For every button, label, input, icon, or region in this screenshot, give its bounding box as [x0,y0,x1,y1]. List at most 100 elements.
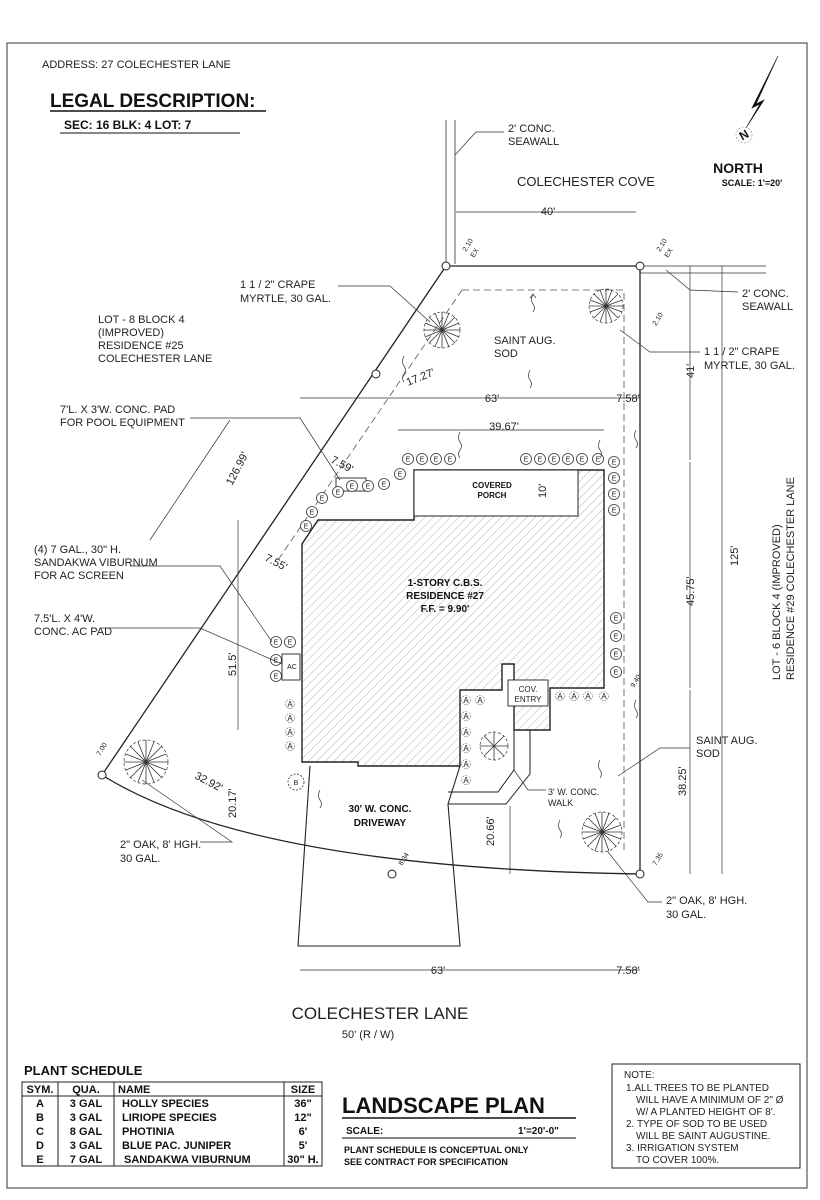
leader-lines [100,131,739,903]
plant-schedule-table: SYM. QUA. NAME SIZE A 3 GAL HOLLY SPECIE… [21,1081,323,1167]
svg-text:30" H.: 30" H. [287,1154,319,1166]
callout-crape-left-1: 1 1 / 2" CRAPE [240,279,315,291]
callout-viburnum-3: FOR AC SCREEN [34,570,124,582]
callout-lot8-1: LOT - 8 BLOCK 4 [98,314,185,326]
schedule-row-d: D 3 GAL BLUE PAC. JUNIPER 5' [36,1140,308,1152]
svg-text:51.5': 51.5' [227,652,239,676]
svg-text:63': 63' [485,393,499,405]
callout-oak-left-2: 30 GAL. [120,853,160,865]
covered-porch [413,469,579,517]
schedule-row-e: E 7 GAL SANDAKWA VIBURNUM 30" H. [36,1154,318,1166]
seawall-top [445,120,456,266]
svg-text:7.59': 7.59' [329,454,355,476]
svg-text:32.92': 32.92' [193,770,225,795]
callout-lot8-4: COLECHESTER LANE [98,353,212,365]
svg-text:17.27': 17.27' [405,367,437,389]
callout-ac-pad-1: 7.5'L. X 4'W. [34,613,95,625]
svg-text:41': 41' [685,364,697,378]
callout-sod-top-2: SOD [494,348,518,360]
callout-lot8-3: RESIDENCE #25 [98,340,184,352]
tree-oak-right [581,811,623,853]
entry-label-2: ENTRY [515,695,543,704]
svg-text:B: B [36,1112,44,1124]
callout-crape-right-2: MYRTLE, 30 GAL. [704,360,795,372]
plant-schedule-title: PLANT SCHEDULE [24,1063,143,1078]
street-right-of-way: 50' (R / W) [342,1029,394,1041]
svg-text:HOLLY SPECIES: HOLLY SPECIES [122,1098,209,1110]
callout-viburnum-1: (4) 7 GAL., 30" H. [34,544,121,556]
callout-walk-2: WALK [548,798,573,808]
title-scale-label: SCALE: [346,1126,383,1137]
north-label: NORTH [713,160,763,176]
callout-walk-1: 3' W. CONC. [548,787,599,797]
svg-text:9.40: 9.40 [630,674,643,689]
svg-text:B: B [294,780,299,787]
svg-text:3 GAL: 3 GAL [70,1112,103,1124]
svg-text:SYM.: SYM. [27,1084,54,1096]
entry-label-1: COV. [519,685,538,694]
callout-pool-pad-2: FOR POOL EQUIPMENT [60,417,185,429]
svg-text:3 GAL: 3 GAL [70,1140,103,1152]
covered-porch-label-1: COVERED [472,481,512,490]
callout-seawall-right-1: 2' CONC. [742,288,789,300]
svg-text:10': 10' [537,484,549,498]
svg-text:8.34: 8.34 [398,852,411,867]
svg-text:A: A [36,1098,44,1110]
north-letter: N [737,127,752,143]
svg-text:7.55': 7.55' [263,552,289,574]
svg-text:7 GAL: 7 GAL [70,1154,103,1166]
svg-text:5': 5' [299,1140,308,1152]
sod-symbols [318,293,638,839]
svg-text:39.67': 39.67' [489,421,519,433]
note-line-7: TO COVER 100%. [636,1155,719,1166]
svg-text:PHOTINIA: PHOTINIA [122,1126,175,1138]
notes-box [611,1063,801,1169]
callout-seawall-top-2: SEAWALL [508,136,559,148]
svg-text:125': 125' [729,546,741,566]
svg-text:40': 40' [541,206,555,218]
north-arrow: N [735,55,779,144]
covered-porch-label-2: PORCH [478,491,507,500]
dimension-lines [149,211,723,971]
tree-oak-left [123,739,169,785]
schedule-row-a: A 3 GAL HOLLY SPECIES 36" [36,1098,312,1110]
callout-seawall-right-2: SEAWALL [742,301,793,313]
callout-crape-left-2: MYRTLE, 30 GAL. [240,293,331,305]
street-colechester-lane: COLECHESTER LANE [292,1004,469,1023]
ac-pad [281,653,301,681]
north-scale: SCALE: 1'=20' [722,178,783,188]
residence-footprint [301,469,605,767]
svg-text:EX: EX [470,247,481,259]
note-line-3: W/ A PLANTED HEIGHT OF 8'. [636,1107,776,1118]
driveway-label-2: DRIVEWAY [354,818,407,829]
sheet-border [6,42,808,1189]
callout-lot6-2: RESIDENCE #29 COLECHESTER LANE [785,477,797,680]
notes-title: NOTE: [624,1070,655,1081]
title-scale-value: 1'=20'-0" [518,1126,559,1137]
residence-label-1: 1-STORY C.B.S. [408,578,483,589]
callout-crape-right-1: 1 1 / 2" CRAPE [704,346,779,358]
callout-lot6-1: LOT - 6 BLOCK 4 (IMPROVED) [771,524,783,680]
svg-text:BLUE PAC. JUNIPER: BLUE PAC. JUNIPER [122,1140,231,1152]
svg-text:6': 6' [299,1126,308,1138]
svg-text:45.75': 45.75' [685,576,697,606]
svg-text:63': 63' [431,965,445,977]
residence-label-2: RESIDENCE #27 [406,591,484,602]
svg-text:QUA.: QUA. [72,1084,100,1096]
landscape-plan-title: LANDSCAPE PLAN [342,1093,545,1118]
svg-text:SANDAKWA VIBURNUM: SANDAKWA VIBURNUM [124,1154,251,1166]
callout-oak-right-1: 2" OAK, 8' HGH. [666,895,747,907]
callout-seawall-top-1: 2' CONC. [508,123,555,135]
callout-sod-right-1: SAINT AUG. [696,735,758,747]
svg-text:SIZE: SIZE [291,1084,315,1096]
concrete-walk [448,730,531,805]
callout-sod-right-2: SOD [696,748,720,760]
tree-crape-myrtle-right [588,288,624,324]
title-disclaimer-1: PLANT SCHEDULE IS CONCEPTUAL ONLY [344,1145,529,1155]
svg-text:2.10: 2.10 [652,312,665,327]
callout-pool-pad-1: 7'L. X 3'W. CONC. PAD [60,404,175,416]
address-label: ADDRESS: 27 COLECHESTER LANE [42,59,231,71]
svg-text:7.00: 7.00 [96,742,109,757]
note-line-1: 1.ALL TREES TO BE PLANTED [626,1083,769,1094]
